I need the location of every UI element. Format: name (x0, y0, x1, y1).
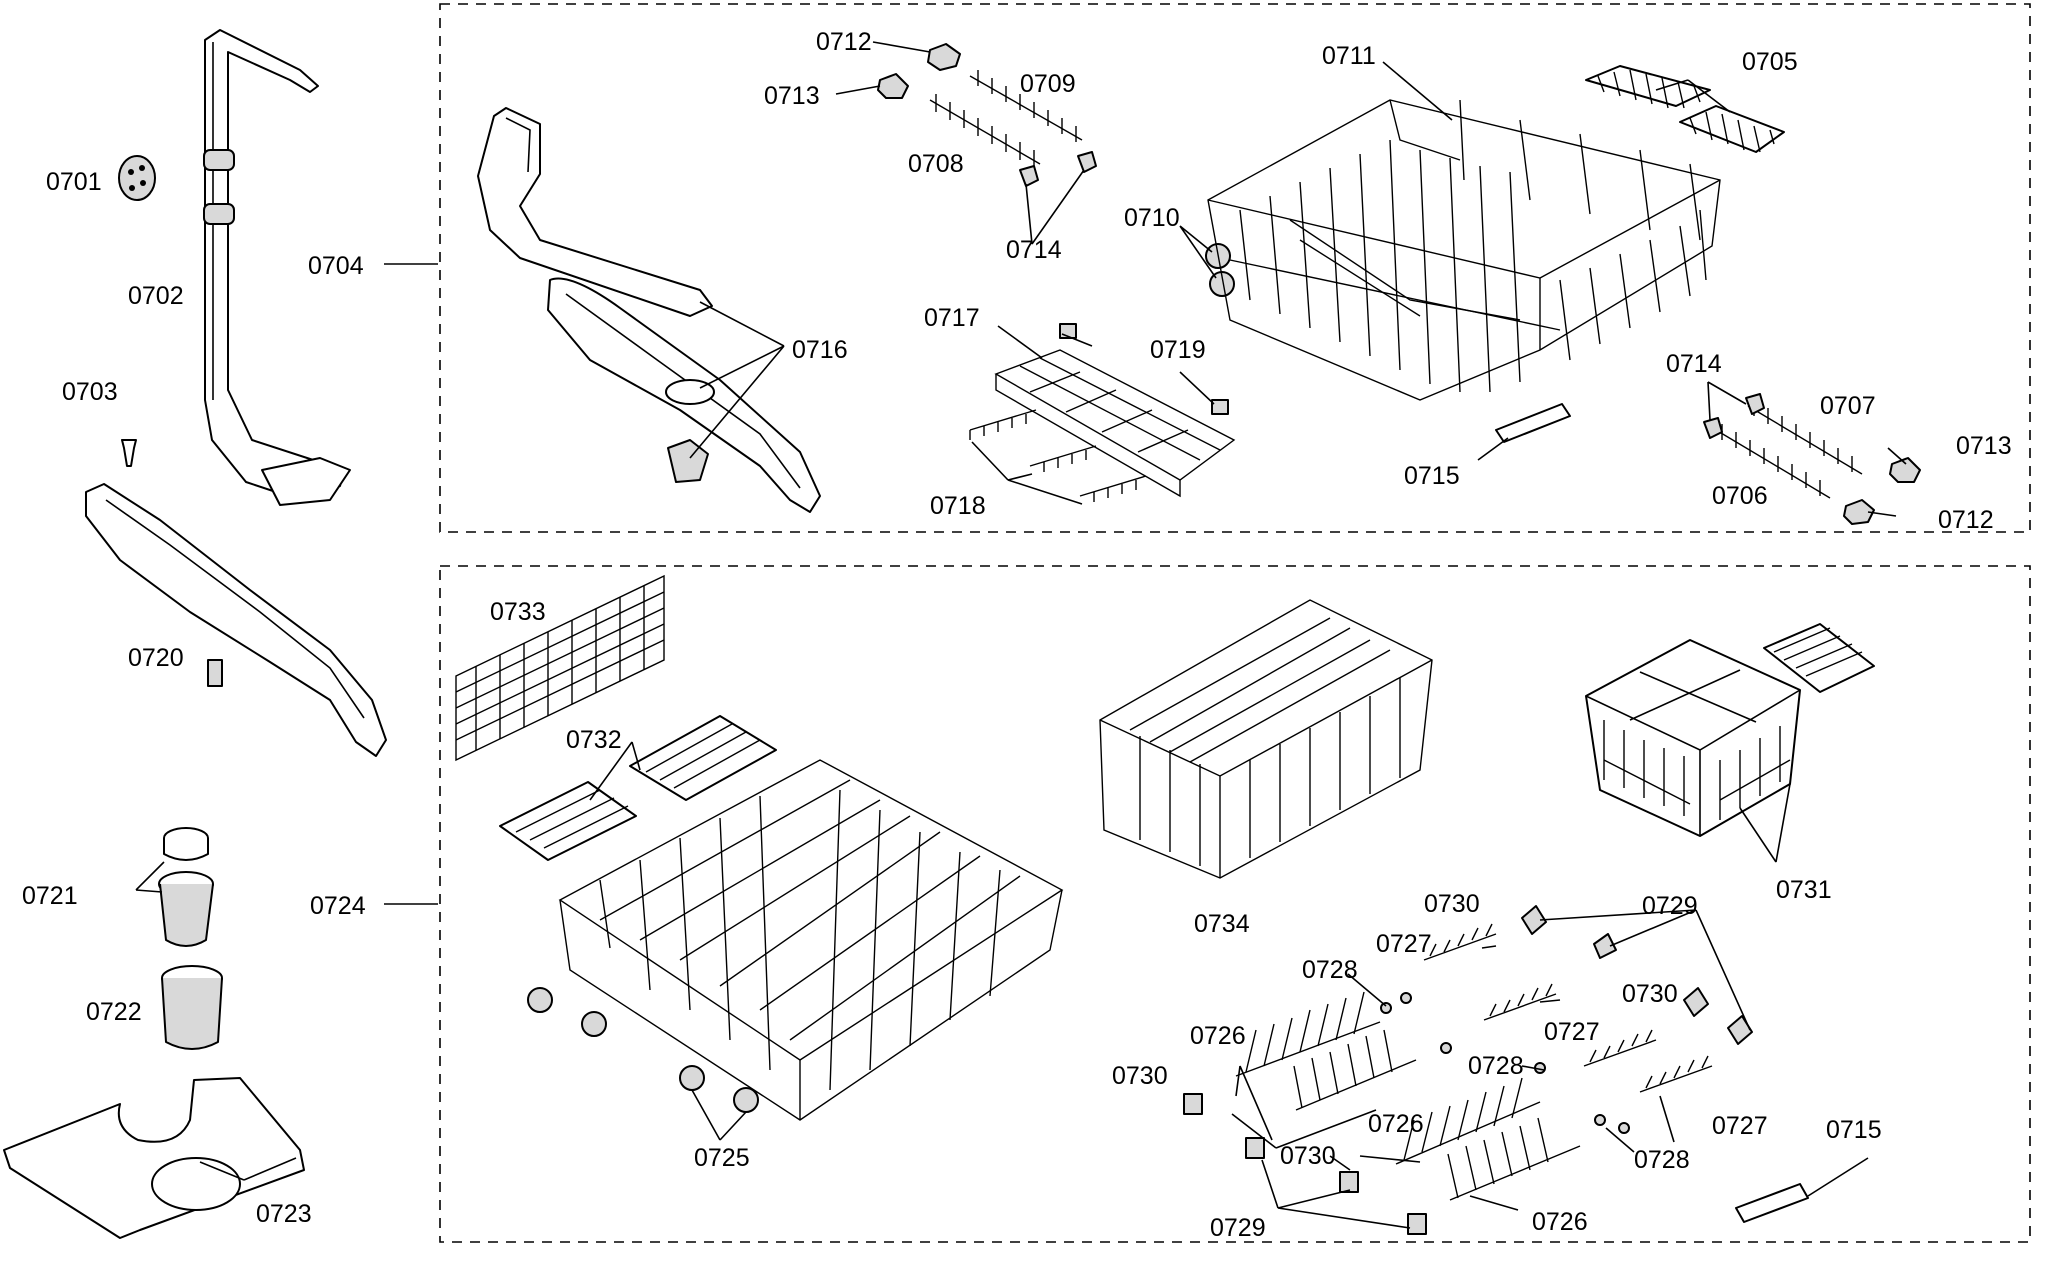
label-0729-b: 0729 (1210, 1214, 1266, 1242)
label-0701: 0701 (46, 168, 102, 196)
part-0730-tine-pivot[interactable] (1521, 905, 1753, 1045)
leader-lines (135, 41, 1907, 1229)
label-0714-upper: 0714 (1006, 236, 1062, 264)
part-0733-protective-grid[interactable] (455, 574, 665, 762)
label-0723: 0723 (256, 1200, 312, 1228)
label-0720: 0720 (128, 644, 184, 672)
part-0722-fine-filter[interactable] (161, 965, 223, 1050)
label-0734: 0734 (1194, 910, 1250, 938)
label-0722: 0722 (86, 998, 142, 1026)
label-0715-lower: 0715 (1826, 1116, 1882, 1144)
part-0712-clip-upper[interactable] (927, 43, 961, 71)
part-0731-cutlery-basket[interactable] (1585, 623, 1875, 837)
label-0718: 0718 (930, 492, 986, 520)
part-0708-tine-rail[interactable] (929, 94, 1041, 168)
label-0729-a: 0729 (1642, 892, 1698, 920)
label-0719: 0719 (1150, 336, 1206, 364)
part-0704-upper-spray-arm-assembly[interactable] (477, 107, 821, 513)
part-0734-folding-rack[interactable] (1099, 599, 1433, 879)
part-0721-micro-filter[interactable] (158, 827, 214, 947)
label-0716: 0716 (792, 336, 848, 364)
label-0702: 0702 (128, 282, 184, 310)
part-0714-hook-lower[interactable] (1703, 393, 1765, 439)
label-0709: 0709 (1020, 70, 1076, 98)
label-0730-a: 0730 (1424, 890, 1480, 918)
part-0703-screw[interactable] (121, 439, 137, 467)
part-0728-rack-clip[interactable] (1380, 992, 1630, 1134)
label-0705: 0705 (1742, 48, 1798, 76)
part-0709-tine-rail[interactable] (969, 70, 1083, 142)
part-0711-upper-basket[interactable] (1207, 99, 1721, 401)
label-0710: 0710 (1124, 204, 1180, 232)
lower-rack-group-frame (439, 565, 2031, 1243)
part-0714-hook-upper[interactable] (1019, 151, 1097, 187)
part-0712-clip-lower[interactable] (1843, 499, 1875, 525)
part-0724-lower-basket[interactable] (558, 759, 1064, 1121)
label-0728-b: 0728 (1468, 1052, 1524, 1080)
label-0732: 0732 (566, 726, 622, 754)
label-0707: 0707 (1820, 392, 1876, 420)
label-0713-upper: 0713 (764, 82, 820, 110)
label-0730-b: 0730 (1622, 980, 1678, 1008)
label-0726-b: 0726 (1368, 1110, 1424, 1138)
label-0726-a: 0726 (1190, 1022, 1246, 1050)
label-0704: 0704 (308, 252, 364, 280)
label-0727-c: 0727 (1712, 1112, 1768, 1140)
part-0723-filter-plate[interactable] (3, 1077, 305, 1239)
label-0711: 0711 (1322, 42, 1376, 70)
label-0703: 0703 (62, 378, 118, 406)
label-0728-a: 0728 (1302, 956, 1358, 984)
label-0730-d: 0730 (1280, 1142, 1336, 1170)
part-0715-rack-handle-lower[interactable] (1735, 1183, 1809, 1223)
label-0714-lower: 0714 (1666, 350, 1722, 378)
part-0729-tine-holder[interactable] (1183, 933, 1617, 1235)
part-0732-tine-rack-insert[interactable] (499, 715, 777, 861)
label-0715-upper: 0715 (1404, 462, 1460, 490)
part-0715-rack-handle-upper[interactable] (1495, 403, 1571, 443)
label-0731: 0731 (1776, 876, 1832, 904)
label-0728-c: 0728 (1634, 1146, 1690, 1174)
label-0708: 0708 (908, 150, 964, 178)
label-0712-lower: 0712 (1938, 506, 1994, 534)
label-0712-upper: 0712 (816, 28, 872, 56)
label-0713-lower: 0713 (1956, 432, 2012, 460)
label-0725: 0725 (694, 1144, 750, 1172)
part-0727-small-tine-row[interactable] (1423, 923, 1713, 1093)
part-0705-cup-shelf[interactable] (1585, 65, 1785, 153)
label-0726-c: 0726 (1532, 1208, 1588, 1236)
part-0713-clip-upper[interactable] (877, 73, 909, 99)
part-0718-tray-spike-rail[interactable] (969, 409, 1147, 502)
part-0717-cup-tray[interactable] (994, 349, 1236, 498)
part-0702-supply-tube[interactable] (203, 29, 351, 506)
label-0730-c: 0730 (1112, 1062, 1168, 1090)
label-0717: 0717 (924, 304, 980, 332)
part-number-labels: 0701 0702 0703 0704 0720 0721 0722 0723 … (22, 28, 2012, 1242)
label-0727-b: 0727 (1544, 1018, 1600, 1046)
label-0721: 0721 (22, 882, 78, 910)
part-0720-lower-spray-arm[interactable] (85, 483, 387, 757)
part-0725-lower-rack-wheel[interactable] (527, 987, 759, 1113)
part-0713-clip-lower[interactable] (1889, 457, 1921, 483)
part-0701-nut[interactable] (118, 155, 156, 201)
label-0706: 0706 (1712, 482, 1768, 510)
part-0726-folding-tine-row[interactable] (1235, 991, 1581, 1201)
label-0727-a: 0727 (1376, 930, 1432, 958)
label-0724: 0724 (310, 892, 366, 920)
upper-rack-group-frame (439, 3, 2031, 533)
label-0733: 0733 (490, 598, 546, 626)
